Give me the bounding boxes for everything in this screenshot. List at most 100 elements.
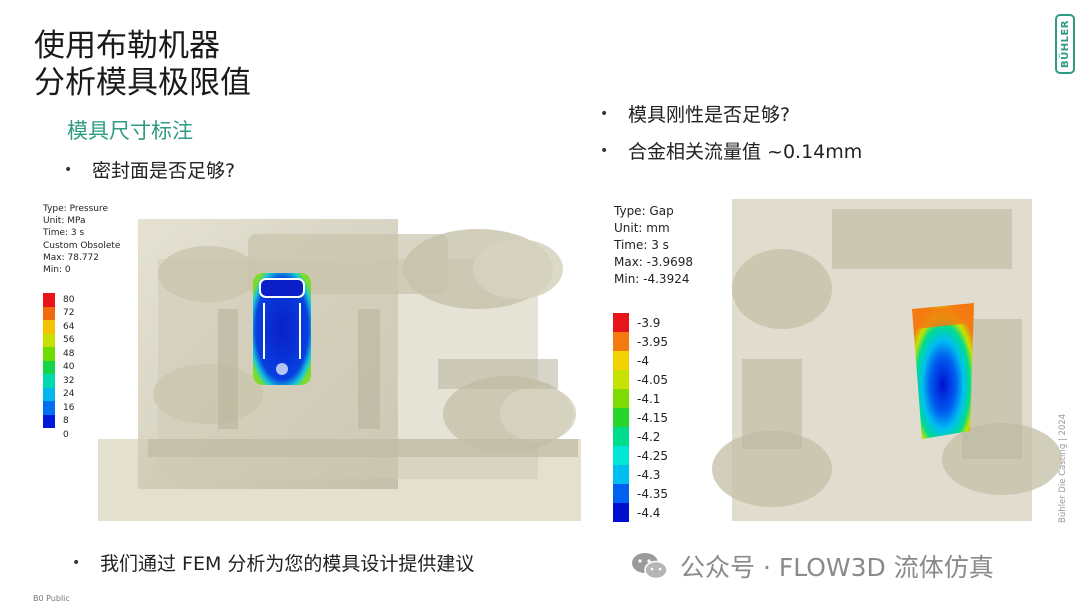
- bullet-dot-icon: •: [72, 554, 81, 571]
- legend-entry: -4.2: [613, 427, 668, 446]
- legend-label: -4.05: [637, 372, 669, 387]
- legend-entry: -4.05: [613, 370, 668, 389]
- info-max: Max: -3.9698: [614, 255, 693, 269]
- watermark: 公众号 · FLOW3D 流体仿真: [630, 548, 994, 584]
- info-time: Time: 3 s: [614, 238, 669, 252]
- bullet-dot-icon: •: [600, 105, 609, 122]
- info-custom: Custom Obsolete: [43, 240, 121, 251]
- legend-entry: -4.35: [613, 484, 668, 503]
- legend-label: 56: [63, 335, 75, 346]
- legend-swatch: [613, 389, 629, 408]
- bullet-mold-rigidity: • 模具刚性是否足够?: [600, 100, 790, 127]
- legend-entry: 72: [43, 306, 75, 320]
- mold-gap-render: [712, 199, 1062, 521]
- legend-label: 64: [63, 321, 75, 332]
- legend-label: 48: [63, 348, 75, 359]
- info-time: Time: 3 s: [43, 228, 85, 239]
- section-subtitle: 模具尺寸标注: [67, 119, 193, 143]
- info-type: Type: Pressure: [43, 204, 108, 214]
- legend-label: -4.25: [637, 448, 669, 463]
- legend-label: -4.1: [637, 391, 661, 406]
- gap-color-legend: -3.9 -3.95 -4 -4.05 -4.1 -4.15 -4.2 -4.25 -4.3 -4…: [613, 313, 668, 522]
- legend-label: 0: [63, 429, 69, 440]
- bullet-text: 我们通过 FEM 分析为您的模具设计提供建议: [100, 553, 475, 575]
- bullet-alloy-flow: • 合金相关流量值 ~0.14mm: [600, 137, 862, 164]
- legend-entry: 32: [43, 374, 74, 388]
- info-type: Type: Gap: [614, 204, 674, 218]
- bullet-dot-icon: •: [64, 161, 73, 178]
- legend-label: 24: [63, 389, 75, 400]
- legend-swatch: [43, 293, 55, 307]
- page-title: 使用布勒机器 分析模具极限值: [34, 28, 251, 102]
- classification-label: B0 Public: [33, 594, 70, 603]
- legend-swatch: [613, 313, 629, 332]
- legend-swatch: [43, 306, 55, 320]
- legend-swatch: [43, 320, 55, 334]
- logo-text: BÜHLER: [1059, 19, 1071, 68]
- legend-entry: -4.15: [613, 408, 668, 427]
- legend-label: -4.3: [637, 467, 661, 482]
- legend-swatch: [613, 351, 629, 370]
- legend-swatch: [613, 408, 629, 427]
- info-min: Min: -4.3924: [614, 272, 690, 286]
- legend-entry: 56: [43, 333, 75, 347]
- legend-label: -4: [637, 353, 649, 368]
- legend-swatch: [613, 427, 629, 446]
- legend-label: 8: [63, 416, 69, 427]
- legend-swatch: [43, 374, 55, 388]
- legend-entry: -4: [613, 351, 668, 370]
- legend-label: 40: [63, 362, 75, 373]
- legend-label: 80: [63, 294, 75, 305]
- legend-swatch: [613, 465, 629, 484]
- legend-entry: -4.3: [613, 465, 668, 484]
- legend-label: 32: [63, 375, 75, 386]
- legend-swatch: [613, 503, 629, 522]
- legend-entry: 80: [43, 293, 74, 307]
- legend-swatch: [43, 414, 55, 428]
- gap-simulation-image: [582, 199, 1064, 521]
- bullet-dot-icon: •: [600, 142, 609, 159]
- legend-swatch: [43, 387, 55, 401]
- bullet-text: 密封面是否足够?: [92, 160, 236, 182]
- mold-pressure-render: [98, 219, 581, 521]
- bullet-text: 合金相关流量值 ~0.14mm: [628, 141, 863, 163]
- legend-entry: 8: [43, 414, 74, 428]
- legend-swatch: [613, 370, 629, 389]
- pressure-simulation-image: [98, 199, 581, 521]
- buhler-logo: BÜHLER: [1055, 14, 1075, 74]
- legend-swatch: [613, 332, 629, 351]
- legend-label: -3.95: [637, 334, 669, 349]
- title-line-2: 分析模具极限值: [34, 65, 251, 101]
- legend-label: -4.15: [637, 410, 669, 425]
- bullet-fem-advice: • 我们通过 FEM 分析为您的模具设计提供建议: [72, 549, 474, 576]
- info-unit: Unit: MPa: [43, 216, 86, 227]
- pressure-contour: [253, 273, 311, 385]
- legend-entry: 64: [43, 320, 74, 334]
- legend-label: -4.35: [637, 486, 669, 501]
- legend-entry: -3.95: [613, 332, 668, 351]
- legend-label: -4.4: [637, 505, 661, 520]
- gap-contour: [912, 303, 974, 439]
- legend-entry: -4.4: [613, 503, 668, 522]
- legend-swatch: [43, 333, 55, 347]
- info-min: Min: 0: [43, 265, 71, 276]
- legend-label: 16: [63, 402, 75, 413]
- watermark-text: 公众号 · FLOW3D 流体仿真: [680, 553, 994, 582]
- legend-swatch: [613, 446, 629, 465]
- legend-entry: -4.25: [613, 446, 668, 465]
- legend-label: -3.9: [637, 315, 661, 330]
- legend-swatch: [613, 484, 629, 503]
- legend-entry: 48: [43, 347, 74, 361]
- legend-entry: -3.9: [613, 313, 668, 332]
- legend-entry: 24: [43, 387, 75, 401]
- legend-label: 72: [63, 308, 75, 319]
- wechat-icon: [632, 553, 668, 580]
- legend-entry: 16: [43, 401, 74, 415]
- info-unit: Unit: mm: [614, 221, 670, 235]
- gap-info-block: Type: Gap Unit: mm Time: 3 s Max: -3.969…: [614, 203, 693, 288]
- legend-entry: 40: [43, 360, 75, 374]
- legend-swatch: [43, 401, 55, 415]
- legend-swatch: [43, 347, 55, 361]
- legend-entry: -4.1: [613, 389, 668, 408]
